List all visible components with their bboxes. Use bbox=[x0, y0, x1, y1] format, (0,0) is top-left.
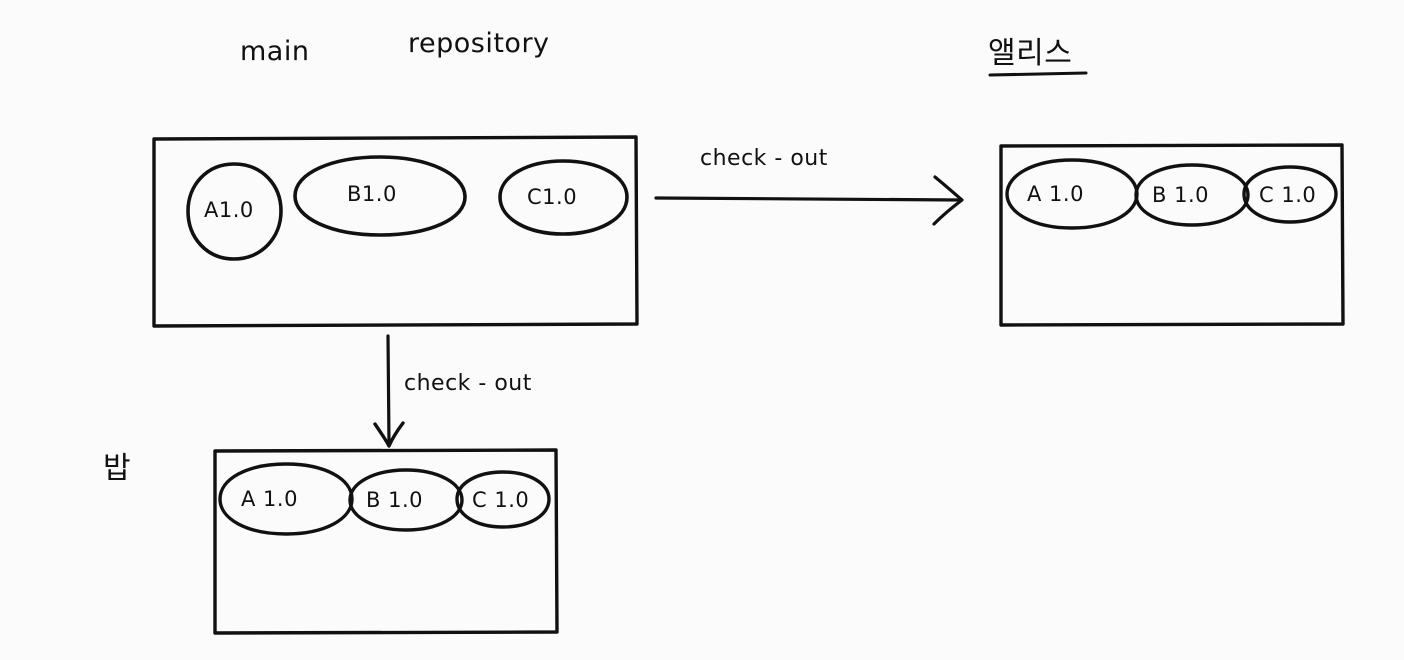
bob-node-a[interactable] bbox=[218, 462, 354, 536]
bob-node-c-label: C 1.0 bbox=[472, 488, 530, 512]
arrow-to-alice-shaft bbox=[654, 196, 962, 202]
bob-node-a-label: A 1.0 bbox=[241, 487, 298, 511]
alice-node-c[interactable] bbox=[1242, 165, 1338, 224]
main-node-b-shape bbox=[293, 155, 467, 237]
bob-workspace-box-outline bbox=[213, 448, 559, 635]
alice-node-c-label: C 1.0 bbox=[1259, 183, 1317, 207]
bob-node-b-label: B 1.0 bbox=[366, 488, 423, 512]
main-node-c-shape bbox=[498, 159, 629, 236]
alice-title-underline bbox=[988, 71, 1088, 77]
main-node-b[interactable] bbox=[293, 155, 467, 237]
main-repository-box-outline bbox=[152, 135, 639, 328]
bob-node-b[interactable] bbox=[348, 468, 464, 532]
arrow-to-bob[interactable] bbox=[373, 334, 405, 448]
bob-node-c-shape bbox=[455, 470, 551, 529]
alice-node-a[interactable] bbox=[1005, 158, 1139, 230]
main-node-b-label: B1.0 bbox=[347, 182, 397, 206]
bob-node-c[interactable] bbox=[455, 470, 551, 529]
alice-node-c-shape bbox=[1242, 165, 1338, 224]
main-node-a-shape bbox=[186, 162, 283, 261]
alice-workspace-box[interactable] bbox=[999, 143, 1345, 327]
arrow-to-bob-shaft bbox=[386, 334, 391, 445]
arrow-to-bob-label: check - out bbox=[404, 371, 532, 396]
main-repository-box[interactable] bbox=[152, 135, 639, 328]
main-repository-title-repository: repository bbox=[408, 28, 550, 59]
alice-node-b-label: B 1.0 bbox=[1152, 183, 1209, 207]
main-node-a-label: A1.0 bbox=[204, 198, 254, 222]
arrow-to-alice-label: check - out bbox=[700, 146, 828, 171]
alice-workspace-box-outline bbox=[999, 143, 1345, 327]
bob-workspace-box[interactable] bbox=[213, 448, 559, 635]
alice-node-b[interactable] bbox=[1134, 163, 1250, 227]
bob-node-b-shape bbox=[348, 468, 464, 532]
alice-title: 앨리스 bbox=[988, 36, 1073, 71]
main-node-c-label: C1.0 bbox=[527, 185, 578, 209]
main-node-a[interactable] bbox=[186, 162, 283, 261]
alice-node-a-shape bbox=[1005, 158, 1139, 230]
main-node-c[interactable] bbox=[498, 159, 629, 236]
alice-node-a-label: A 1.0 bbox=[1027, 182, 1084, 206]
alice-node-b-shape bbox=[1134, 163, 1250, 227]
bob-title: 밥 bbox=[103, 451, 132, 486]
arrow-to-alice[interactable] bbox=[654, 175, 964, 226]
arrow-to-alice-head bbox=[932, 175, 964, 226]
bob-node-a-shape bbox=[218, 462, 354, 536]
arrow-to-bob-head bbox=[373, 421, 405, 448]
main-repository-title-main: main bbox=[240, 36, 310, 67]
